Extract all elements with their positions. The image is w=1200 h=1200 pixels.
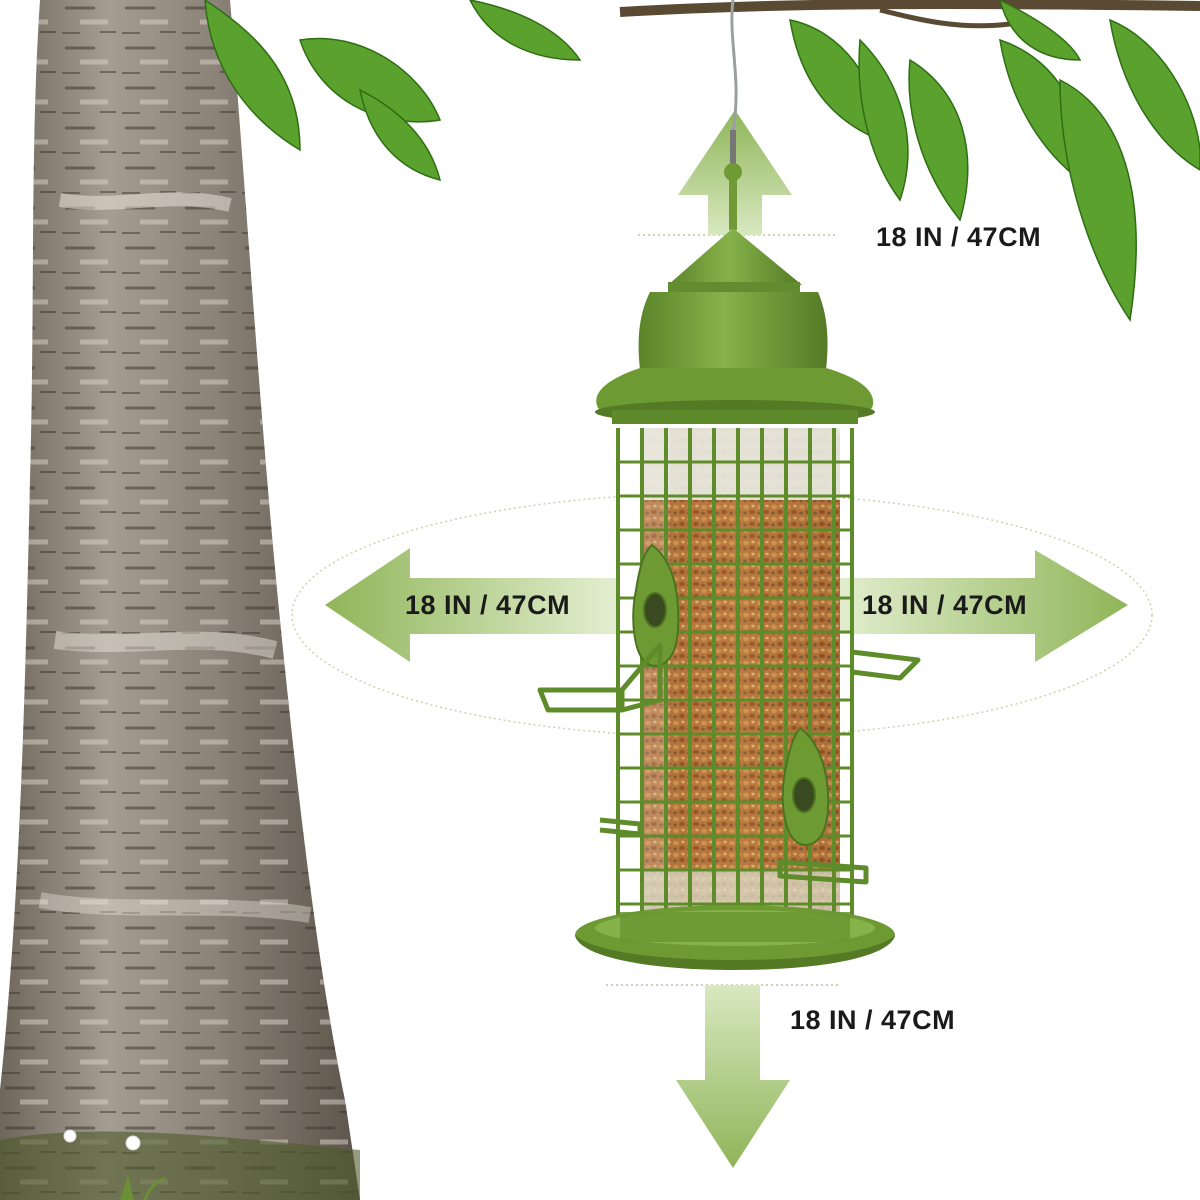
feeder-roof — [668, 228, 802, 285]
left-dimension-label: 18 IN / 47CM — [405, 590, 571, 620]
width-guide-ellipse — [291, 492, 1153, 738]
bottom-dimension-label: 18 IN / 47CM — [790, 1005, 956, 1035]
leaves — [204, 0, 1200, 323]
seed-port-upper — [632, 543, 680, 667]
right-dimension-label: 18 IN / 47CM — [862, 590, 1028, 620]
seed-port-lower — [781, 726, 830, 846]
hanging-wire — [730, 0, 738, 175]
arrow-right-icon — [830, 550, 1128, 662]
arrow-down-icon — [676, 985, 790, 1168]
ground-flowers — [63, 1129, 166, 1200]
arrow-left-icon — [325, 548, 620, 662]
perches — [537, 642, 921, 885]
tree-trunk — [0, 0, 360, 1200]
top-dimension-label: 18 IN / 47CM — [876, 222, 1042, 252]
tree-branch — [619, 0, 1200, 29]
bird-feeder — [537, 0, 921, 970]
